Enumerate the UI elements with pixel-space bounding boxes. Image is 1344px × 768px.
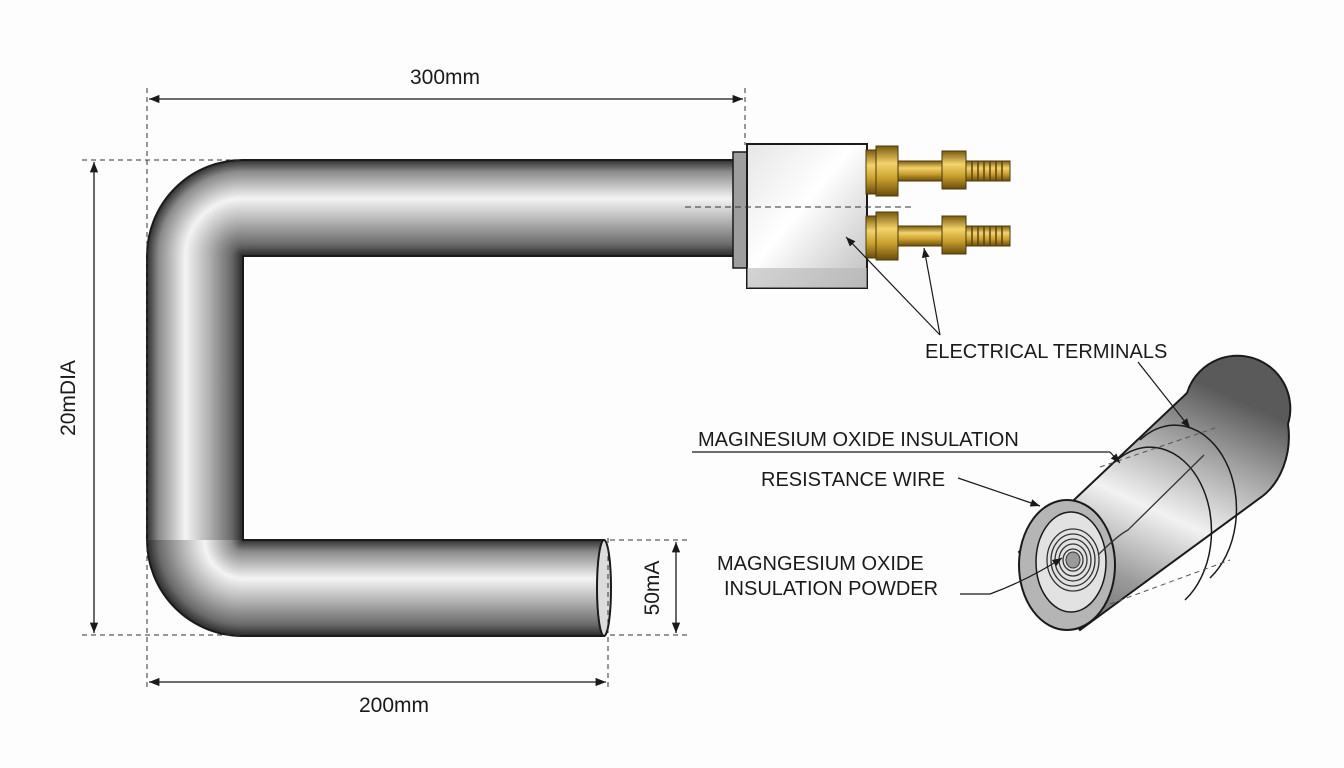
terminal-block-body (746, 143, 868, 289)
label-powder-line2: INSULATION POWDER (724, 578, 938, 600)
electrical-terminal-lower (865, 211, 1011, 261)
label-resistance-wire: RESISTANCE WIRE (761, 469, 945, 491)
tube-top-bend (147, 160, 243, 256)
dim-label-bottom: 200mm (359, 694, 429, 717)
tube-vertical (147, 256, 243, 540)
tube-open-end (596, 539, 612, 637)
insulation-powder-core (1065, 551, 1081, 569)
tube-top-straight (243, 160, 735, 256)
dimension-lines (82, 88, 746, 690)
tube-bottom-straight (243, 540, 605, 636)
dim-label-left: 20mDIA (57, 360, 80, 436)
tube-bottom-bend (147, 540, 243, 636)
u-shaped-heating-tube (146, 159, 735, 637)
label-insulation: MAGINESIUM OXIDE INSULATION (698, 429, 1019, 451)
dim-label-end: 50mA (641, 561, 664, 616)
electrical-terminal-upper (865, 145, 1011, 197)
callout-leaders (692, 236, 1191, 595)
terminal-block (732, 143, 868, 289)
cross-section-cylinder (1017, 354, 1292, 632)
label-powder-line1: MAGNGESIUM OXIDE (717, 553, 924, 575)
dim-label-top: 300mm (410, 66, 480, 89)
label-electrical-terminals: ELECTRICAL TERMINALS (925, 341, 1167, 363)
